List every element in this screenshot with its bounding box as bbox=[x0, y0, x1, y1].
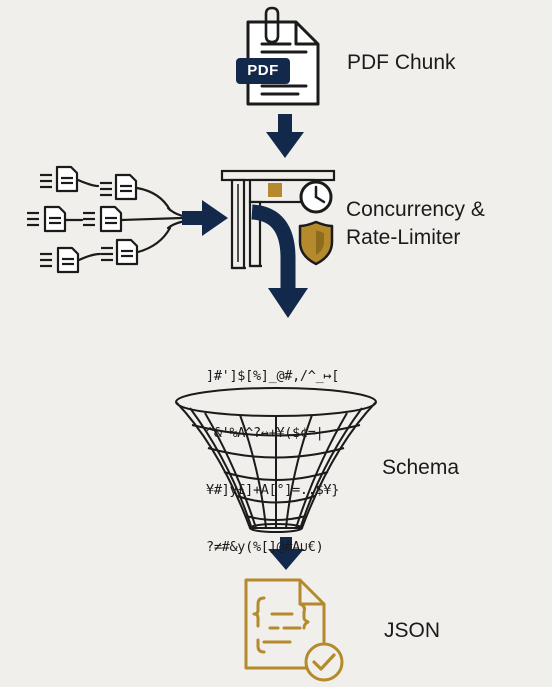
json-label: JSON bbox=[384, 619, 441, 642]
request-doc-icon bbox=[40, 165, 79, 193]
pipe-icon bbox=[220, 169, 336, 290]
concurrency-label: Concurrency & Rate-Limiter bbox=[346, 196, 485, 252]
funnel-icon bbox=[175, 387, 377, 533]
noise-line: ¥#]y£]+A[°]=..$¥} bbox=[206, 482, 340, 498]
noise-line: ]#']$[%]_@#,/^_↦[ bbox=[206, 368, 340, 384]
arrow-down-icon bbox=[268, 288, 308, 318]
fan-in-lines bbox=[64, 178, 202, 262]
request-doc-icon bbox=[40, 246, 80, 274]
paperclip-icon bbox=[264, 6, 280, 44]
concurrency-label-line2: Rate-Limiter bbox=[346, 226, 461, 249]
request-docs-group bbox=[27, 165, 139, 274]
request-doc-icon bbox=[83, 205, 123, 233]
pdf-badge-label: PDF bbox=[247, 62, 279, 79]
request-doc-icon bbox=[101, 238, 139, 266]
arrow-down-icon bbox=[268, 537, 304, 570]
pdf-document-icon bbox=[236, 20, 320, 106]
clock-icon bbox=[299, 180, 333, 214]
arrow-right-icon bbox=[182, 200, 228, 236]
concurrency-label-line1: Concurrency & bbox=[346, 198, 485, 221]
check-circle-icon bbox=[304, 642, 344, 682]
json-document-icon bbox=[244, 578, 326, 670]
request-doc-icon bbox=[100, 173, 138, 201]
pdf-chunk-label: PDF Chunk bbox=[347, 51, 456, 74]
shield-icon bbox=[298, 220, 334, 266]
request-doc-icon bbox=[27, 205, 67, 233]
arrow-down-icon bbox=[266, 114, 304, 158]
schema-label: Schema bbox=[382, 456, 460, 479]
noise-line: ^&'%A^?↔+¥($¢=| bbox=[206, 425, 324, 441]
noise-text-block: ]#']$[%]_@#,/^_↦[ ^&'%A^?↔+¥($¢=| ¥#]y£]… bbox=[206, 329, 339, 576]
noise-line: ?≠#&y(%[]@#A∪€) bbox=[206, 539, 324, 555]
